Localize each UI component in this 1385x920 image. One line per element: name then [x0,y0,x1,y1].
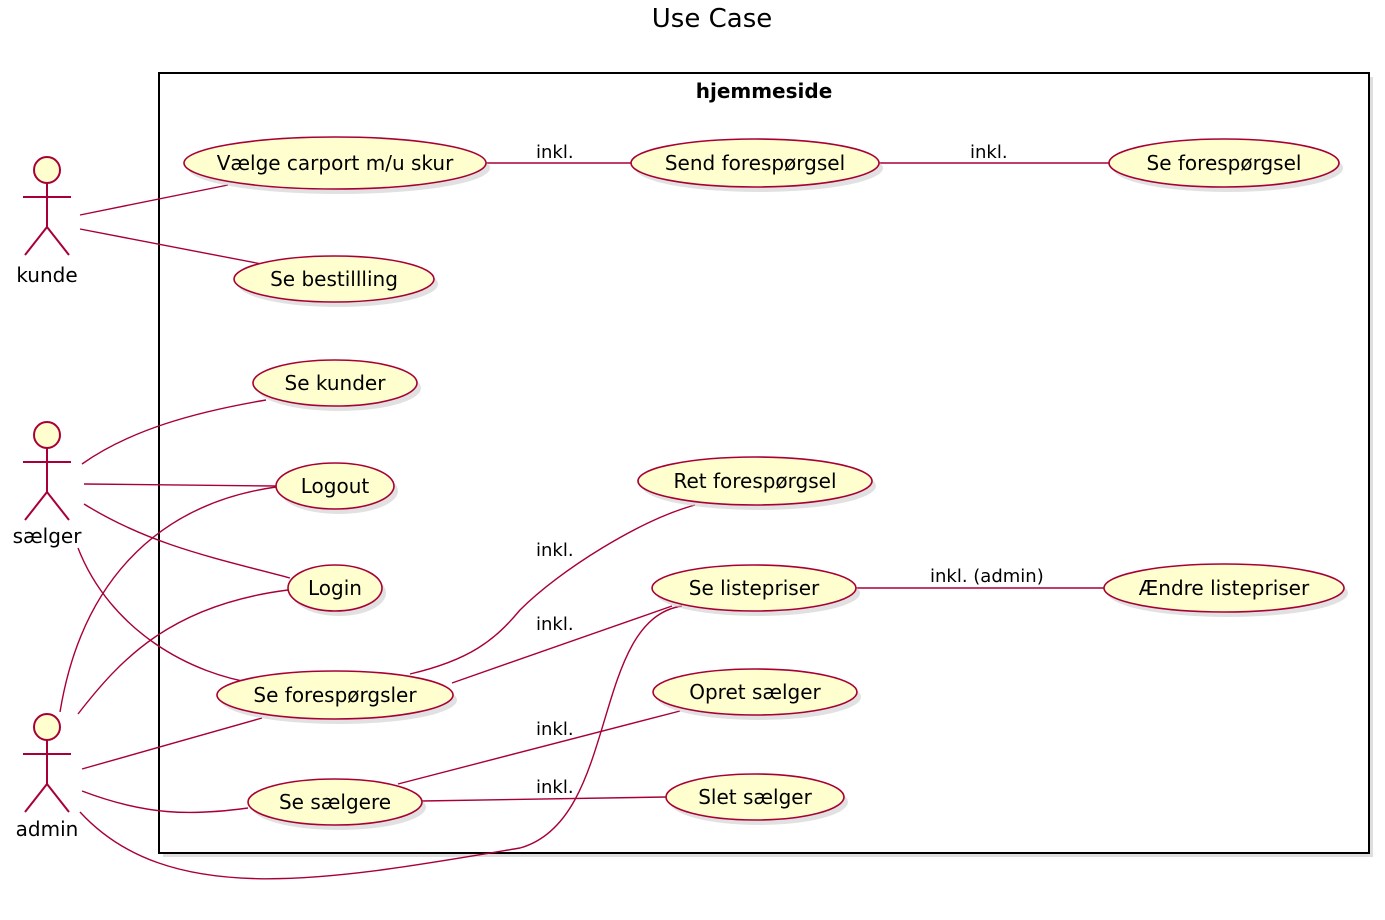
usecase-label: Send forespørgsel [665,151,845,175]
actor-label: sælger [13,524,83,548]
edge-seforesps-ret [409,504,696,675]
usecase-label: Se forespørgsler [253,683,417,707]
usecase-se-bestilling[interactable]: Se bestillling [233,255,438,307]
usecase-label: Ret forespørgsel [673,469,836,493]
usecase-label: Logout [301,474,370,498]
edge-label-send-seforesp: inkl. [970,142,1008,163]
actor-label: kunde [16,263,77,287]
edge-saelger-kunder [81,399,267,465]
edge-admin-listepriser [79,605,683,880]
edge-saelgere-opret [397,710,681,785]
usecase-label: Se sælgere [279,790,391,814]
edge-admin-logout [59,486,277,713]
usecase-login[interactable]: Login [287,564,386,616]
usecase-vaelge-carport[interactable]: Vælge carport m/u skur [183,136,490,194]
usecase-label: Vælge carport m/u skur [217,151,454,175]
edge-label-vaelge-send: inkl. [536,142,574,163]
usecase-se-listepriser[interactable]: Se listepriser [651,564,860,616]
actor-admin[interactable]: admin [16,713,79,841]
actor-kunde[interactable]: kunde [16,156,78,287]
usecase-opret-saelger[interactable]: Opret sælger [652,668,861,720]
actor-icon [23,421,71,521]
usecase-logout[interactable]: Logout [275,462,398,514]
edge-kunde-vaelge [79,184,229,216]
diagram-title: Use Case [652,4,772,34]
edge-label-saelgere-slet: inkl. [536,777,574,798]
actor-icon [23,713,71,813]
edge-seforesps-listepriser [451,605,673,684]
relations [59,162,1112,880]
edge-saelger-logout [83,483,277,487]
usecase-se-forespoergsler[interactable]: Se forespørgsler [216,670,457,724]
usecase-label: Se listepriser [689,576,820,600]
edge-label-seforesps-listepriser: inkl. [536,614,574,635]
usecase-label: Se kunder [285,371,387,395]
usecase-label: Se bestillling [270,267,398,291]
edge-label-seforesps-ret: inkl. [536,540,574,561]
edge-saelgere-slet [421,796,667,802]
usecase-aendre-listepriser[interactable]: Ændre listepriser [1103,563,1348,617]
usecase-label: Login [308,576,362,600]
usecase-se-saelgere[interactable]: Se sælgere [247,778,426,830]
usecase-label: Se forespørgsel [1147,151,1302,175]
relation-labels: inkl. inkl. inkl. inkl. inkl. (admin) in… [536,142,1044,798]
edge-saelger-seforesps [77,547,261,685]
edge-label-listepriser-aendre: inkl. (admin) [930,566,1044,587]
usecase-se-kunder[interactable]: Se kunder [252,359,421,411]
system-title: hjemmeside [696,79,833,103]
usecase-label: Slet sælger [698,785,812,809]
actor-saelger[interactable]: sælger [13,421,83,548]
edge-admin-login [77,589,289,715]
usecase-send-forespoergsel[interactable]: Send forespørgsel [630,138,883,192]
usecase-ret-forespoergsel[interactable]: Ret forespørgsel [637,456,876,510]
usecase-slet-saelger[interactable]: Slet sælger [665,773,848,825]
usecase-label: Ændre listepriser [1139,576,1310,600]
edge-label-saelgere-opret: inkl. [536,719,574,740]
usecase-se-forespoergsel[interactable]: Se forespørgsel [1108,138,1343,192]
edge-saelger-login [83,503,291,579]
edge-admin-seforesps [81,717,263,770]
actor-icon [23,156,71,256]
usecase-label: Opret sælger [689,680,821,704]
edge-kunde-bestilling [79,228,273,267]
edge-admin-saelgere [81,790,249,814]
actor-label: admin [16,817,79,841]
